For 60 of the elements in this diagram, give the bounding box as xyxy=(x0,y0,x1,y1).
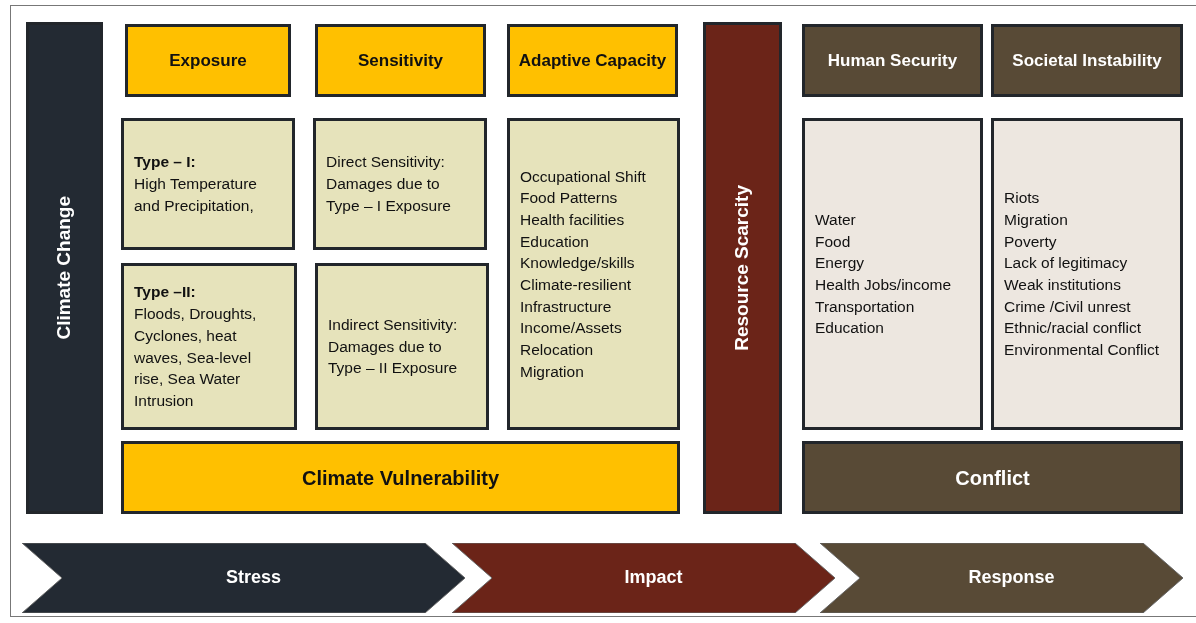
header-panel xyxy=(125,24,291,97)
list-item: Relocation xyxy=(520,340,595,361)
heading-text: Type – I: xyxy=(134,152,197,173)
list-item: Education xyxy=(520,231,590,252)
label-text: Climate Vulnerability xyxy=(300,465,501,491)
header-panel xyxy=(802,24,983,97)
label-text: Climate Change xyxy=(52,196,76,340)
list-item: Health Jobs/income xyxy=(815,275,953,295)
label-text: Human Security xyxy=(826,49,959,72)
side-banner xyxy=(703,22,782,514)
body-text: Indirect Sensitivity: Damages due to Type – II Exposure xyxy=(328,314,459,379)
list-item: Migration xyxy=(520,361,585,382)
list-item: Riots xyxy=(1004,188,1041,209)
label-text: Impact xyxy=(623,566,684,590)
content-panel xyxy=(802,118,983,430)
list-item: Migration xyxy=(1004,209,1069,230)
footer-panel xyxy=(802,441,1183,514)
label-text: Adaptive Capacity xyxy=(517,49,668,72)
body-text: High Temperature and Precipitation, xyxy=(134,174,258,216)
list-item: Income/Assets xyxy=(520,318,623,339)
stage-banner xyxy=(820,543,1183,613)
stage-banner xyxy=(22,543,465,613)
list-item: Climate-resilient Infrastructure xyxy=(520,275,633,317)
list-item: Environmental Conflict xyxy=(1004,340,1161,361)
side-banner xyxy=(26,22,103,514)
list-item: Energy xyxy=(815,253,866,274)
list-item: Lack of legitimacy xyxy=(1004,253,1129,274)
content-panel xyxy=(315,263,489,430)
label-text: Sensitivity xyxy=(356,49,444,72)
label-text: Response xyxy=(967,566,1056,590)
list-item: Food xyxy=(815,231,852,252)
content-panel xyxy=(121,263,297,430)
content-panel xyxy=(507,118,680,430)
body-text: Floods, Droughts, Cyclones, heat waves, Sea-level rise, Sea Water Intrusion xyxy=(134,304,258,411)
list-item: Occupational Shift xyxy=(520,166,647,187)
list-item: Health facilities xyxy=(520,209,626,230)
list-item: Water xyxy=(815,209,857,230)
list-item: Weak institutions xyxy=(1004,275,1122,295)
header-panel xyxy=(315,24,486,97)
label-text: Resource Scarcity xyxy=(730,185,754,351)
header-panel xyxy=(507,24,678,97)
footer-panel xyxy=(121,441,680,514)
label-text: Exposure xyxy=(168,49,248,72)
heading-text: Type –II: xyxy=(134,282,197,303)
list-item: Ethnic/racial conflict xyxy=(1004,318,1142,339)
content-panel xyxy=(313,118,487,250)
content-panel xyxy=(121,118,295,250)
list-item: Crime /Civil unrest xyxy=(1004,296,1132,317)
list-item: Food Patterns xyxy=(520,188,619,209)
list-item: Poverty xyxy=(1004,231,1058,252)
stage-banner xyxy=(452,543,835,613)
content-panel xyxy=(991,118,1183,430)
list-item: Education xyxy=(815,318,885,339)
label-text: Conflict xyxy=(954,465,1031,491)
header-panel xyxy=(991,24,1183,97)
label-text: Stress xyxy=(224,566,282,590)
body-text: Direct Sensitivity: Damages due to Type – I Exposure xyxy=(326,152,452,216)
list-item: Knowledge/skills xyxy=(520,253,636,274)
list-item: Transportation xyxy=(815,296,916,317)
label-text: Societal Instability xyxy=(1011,49,1163,72)
